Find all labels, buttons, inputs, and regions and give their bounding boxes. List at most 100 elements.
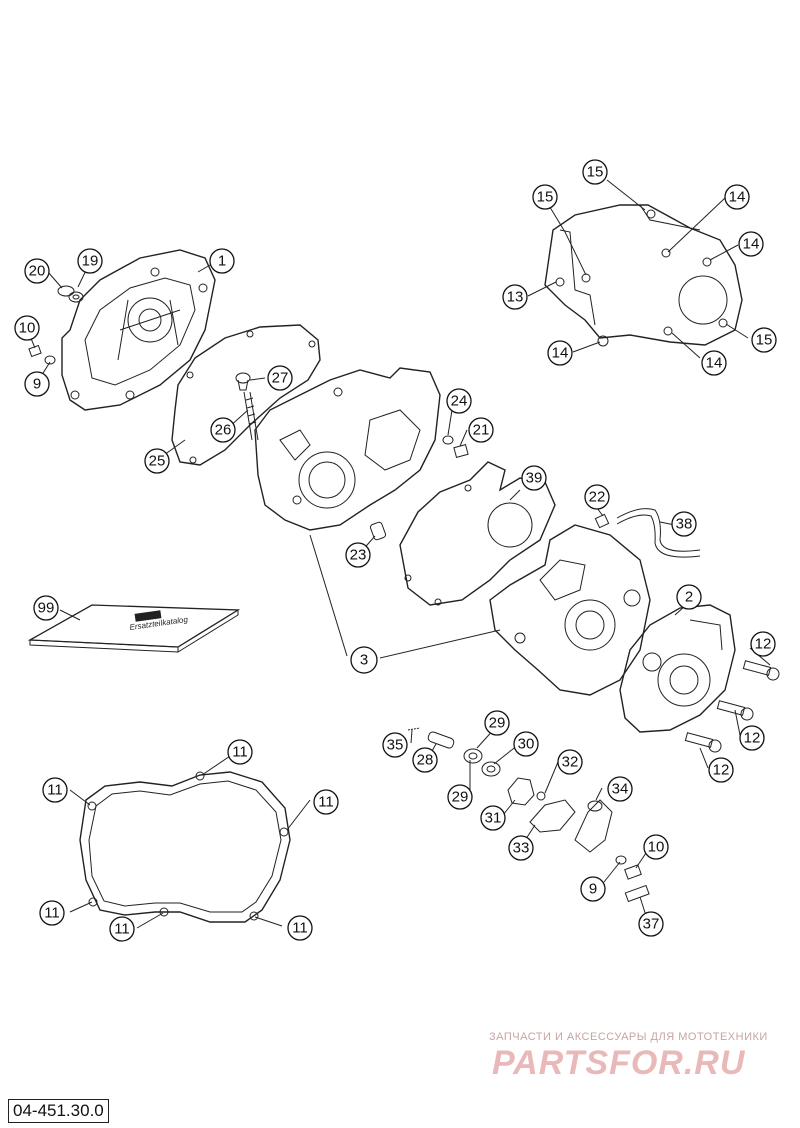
vent-hose bbox=[594, 508, 701, 558]
stud-bolt bbox=[235, 372, 259, 441]
callout-14-left: 14 bbox=[547, 340, 573, 366]
callout-label: 11 bbox=[44, 905, 60, 922]
callout-label: 32 bbox=[562, 754, 579, 771]
drawing-code-label: 04-451.30.0 bbox=[8, 1099, 109, 1123]
callout-label: 15 bbox=[756, 332, 773, 349]
callout-2: 2 bbox=[676, 584, 702, 610]
watermark-tagline: ЗАПЧАСТИ И АКСЕССУАРЫ ДЛЯ МОТОТЕХНИКИ bbox=[489, 1031, 768, 1043]
callout-label: 35 bbox=[387, 737, 404, 754]
callout-99: 99 bbox=[33, 595, 59, 621]
callout-label: 29 bbox=[452, 789, 469, 806]
callout-label: 9 bbox=[33, 376, 41, 393]
callout-label: 11 bbox=[114, 921, 130, 938]
callout-9-bottom: 9 bbox=[580, 876, 606, 902]
callout-14-bottom: 14 bbox=[701, 350, 727, 376]
callout-label: 39 bbox=[526, 470, 543, 487]
callout-39: 39 bbox=[521, 465, 547, 491]
callout-12-mid: 12 bbox=[739, 725, 765, 751]
callout-29-top: 29 bbox=[484, 710, 510, 736]
callout-label: 1 bbox=[218, 253, 226, 270]
callout-label: 11 bbox=[232, 744, 248, 761]
callout-10-bottom: 10 bbox=[643, 834, 669, 860]
callout-label: 23 bbox=[350, 547, 367, 564]
callout-label: 27 bbox=[272, 370, 289, 387]
callout-11-bottom-right: 11 bbox=[287, 915, 313, 941]
callout-label: 14 bbox=[552, 345, 569, 362]
callout-label: 37 bbox=[643, 916, 660, 933]
callout-label: 20 bbox=[29, 263, 46, 280]
seal-washer-set bbox=[28, 285, 84, 365]
callout-19: 19 bbox=[77, 248, 103, 274]
callout-3: 3 bbox=[350, 646, 378, 674]
callout-26: 26 bbox=[210, 417, 236, 443]
callout-label: 15 bbox=[537, 189, 554, 206]
callout-11-top: 11 bbox=[227, 739, 253, 765]
callout-37: 37 bbox=[638, 911, 664, 937]
callout-34: 34 bbox=[607, 776, 633, 802]
callout-21: 21 bbox=[468, 417, 494, 443]
callout-9-top: 9 bbox=[24, 371, 50, 397]
callout-11-left: 11 bbox=[42, 777, 68, 803]
callout-label: 34 bbox=[612, 781, 629, 798]
callout-label: 26 bbox=[215, 422, 232, 439]
callout-label: 24 bbox=[451, 393, 468, 410]
callout-label: 11 bbox=[318, 794, 334, 811]
clutch-cover-gasket bbox=[79, 771, 291, 923]
callout-32: 32 bbox=[557, 749, 583, 775]
inner-cover-gasket bbox=[544, 204, 743, 347]
callout-35: 35 bbox=[382, 732, 408, 758]
ignition-cover bbox=[61, 249, 216, 411]
callout-label: 31 bbox=[485, 810, 502, 827]
parts-manual-booklet: Ersatzteilkatalog bbox=[27, 604, 241, 653]
cover-screws bbox=[684, 660, 780, 753]
callout-label: 11 bbox=[292, 920, 308, 937]
callout-label: 99 bbox=[38, 600, 55, 617]
callout-14-right: 14 bbox=[738, 231, 764, 257]
callout-label: 14 bbox=[706, 355, 723, 372]
callout-12-top: 12 bbox=[750, 631, 776, 657]
callout-label: 21 bbox=[473, 422, 490, 439]
callout-label: 12 bbox=[744, 730, 761, 747]
callout-label: 29 bbox=[489, 715, 506, 732]
callout-31: 31 bbox=[480, 805, 506, 831]
callout-label: 3 bbox=[360, 652, 368, 669]
callout-label: 11 bbox=[47, 782, 63, 799]
callout-label: 33 bbox=[513, 840, 530, 857]
callout-label: 9 bbox=[589, 881, 597, 898]
callout-label: 10 bbox=[19, 320, 36, 337]
callout-label: 15 bbox=[587, 164, 604, 181]
callout-label: 14 bbox=[743, 236, 760, 253]
callout-15-right: 15 bbox=[751, 327, 777, 353]
callout-25: 25 bbox=[144, 448, 170, 474]
callout-label: 10 bbox=[648, 839, 665, 856]
callout-13: 13 bbox=[502, 284, 528, 310]
callout-label: 28 bbox=[417, 752, 434, 769]
callout-label: 25 bbox=[149, 453, 166, 470]
callout-29-bottom: 29 bbox=[447, 784, 473, 810]
callout-label: 22 bbox=[589, 489, 606, 506]
callout-1: 1 bbox=[209, 248, 235, 274]
callout-label: 14 bbox=[729, 189, 746, 206]
clutch-cover bbox=[619, 604, 736, 733]
callout-label: 30 bbox=[518, 736, 535, 753]
dowel-sleeve bbox=[369, 521, 387, 541]
callout-11-bottom-left: 11 bbox=[39, 900, 65, 926]
callout-20: 20 bbox=[24, 258, 50, 284]
callout-11-bottom-mid: 11 bbox=[109, 916, 135, 942]
leader-lines bbox=[29, 179, 771, 929]
callout-label: 12 bbox=[755, 636, 772, 653]
callout-15-left: 15 bbox=[532, 184, 558, 210]
cover-gasket bbox=[171, 324, 321, 466]
screw-21-24 bbox=[442, 435, 469, 458]
callout-label: 13 bbox=[507, 289, 524, 306]
crankcase-right-half bbox=[489, 524, 651, 696]
water-pump-parts bbox=[407, 727, 613, 853]
callout-11-right: 11 bbox=[313, 789, 339, 815]
watermark-brand: PARTSFOR.RU bbox=[492, 1044, 746, 1082]
callout-33: 33 bbox=[508, 835, 534, 861]
callout-12-bottom: 12 bbox=[708, 757, 734, 783]
callout-27: 27 bbox=[267, 365, 293, 391]
callout-23: 23 bbox=[345, 542, 371, 568]
callout-38: 38 bbox=[671, 511, 697, 537]
